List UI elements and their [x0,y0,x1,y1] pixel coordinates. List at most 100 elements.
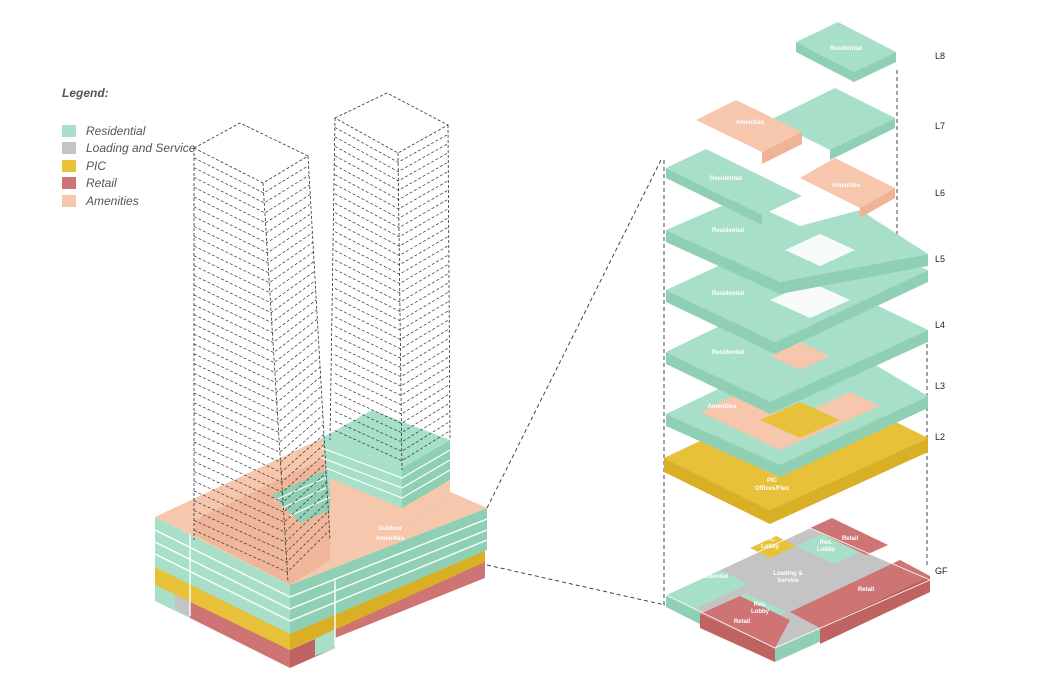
tower-floor-line [193,382,322,423]
tower-floor-line [193,157,309,194]
gf-res-lobby-label-1: Res. [820,540,833,546]
l2-pic-label-1: PIC [767,478,778,484]
legend-label-retail: Retail [86,176,117,191]
tower-floor-line [334,401,450,434]
tower-floor-line [334,155,449,191]
level-l7: Residential Amenities [666,88,895,225]
l2-slab-side-left [664,458,770,524]
level-gf: PIC Lobby Res. Lobby Retail Loading & Se… [665,518,932,662]
podium-pic-right [290,548,485,650]
terrace-lines [274,475,331,517]
tower-floor-line [193,412,324,453]
l3-slab-side-right [780,396,928,477]
l7-amenities-side [762,132,802,164]
level-label-l8: L8 [935,51,945,61]
tower-floor-line [334,288,450,322]
gf-res-corner [666,570,748,609]
tower-floor-line [334,127,449,163]
l3-amenities-label: Amenities [708,404,737,410]
level-label-l2: L2 [935,432,945,442]
tower-floor-line [193,177,310,214]
gf-res-lobby2-label-1: Res. [754,602,767,608]
l7-res-top [666,149,802,215]
tower-floor-line [193,206,312,244]
tower-floor-line [334,212,449,247]
podium-retail-front [190,600,290,668]
level-label-gf: GF [935,566,948,576]
tower-floor-line [193,402,323,443]
gf-room-lines [665,527,932,649]
legend-swatch-residential [62,124,76,137]
l7-amen-top [800,158,895,208]
tower-floor-line [334,326,450,359]
l6-slab-top [666,198,928,282]
tower-floor-line [193,196,311,234]
building-massing: Outdoor Amenities [154,92,488,668]
l4-residential-label: Residential [712,350,744,356]
l3-pic-void [760,402,840,438]
gf-retail-right [790,560,930,628]
tower-floor-line [193,294,317,334]
legend: Legend: Residential Loading and Service … [62,86,195,210]
level-label-l6: L6 [935,188,945,198]
tower-floor-line [334,278,450,312]
l6-slab-side-right [780,254,928,294]
tower-floor-line [334,250,450,284]
gf-retail-a-label: Retail [842,536,859,542]
tower-floor-line [334,193,449,228]
tower-floor-line [334,316,450,350]
tower-floor-line [193,216,313,254]
tower-floor-line [334,202,449,238]
tower-floor-line [193,353,320,393]
tower-floor-line [193,245,314,284]
legend-label-loading: Loading and Service [86,141,196,156]
l2-slab-side-right [770,438,928,524]
tower-floor-line [193,226,313,264]
gf-pic-lobby-label-2: Lobby [761,544,780,550]
tower-floor-line [334,269,450,303]
tower-floor-line [334,165,449,201]
l8-res-side [854,52,896,82]
tower-floor-line [334,231,449,266]
tower-floor-line [193,510,329,553]
l6-residential-label: Residential [712,228,744,234]
tower-floor-line [334,240,449,275]
tower-floor-line [334,146,449,182]
legend-item-loading: Loading and Service [62,140,195,158]
legend-item-pic: PIC [62,157,195,175]
l2-pic-label-2: Offices/Flex [755,486,790,492]
l5-slab-side-left [666,290,775,354]
tower-floor-line [193,441,325,483]
tower-floor-line [334,307,450,340]
exploded-levels: PIC Lobby Res. Lobby Retail Loading & Se… [664,22,948,662]
outdoor-amenities-label-1: Outdoor [378,526,402,532]
legend-swatch-retail [62,177,76,190]
tower-floor-line [193,471,327,513]
tower-floor-line [193,529,330,573]
tower-floor-line [334,297,450,331]
tower-floor-line [334,420,451,452]
tower-floor-line [193,461,326,503]
l7-amenities-label: Amenities [832,183,861,189]
legend-label-residential: Residential [86,123,146,138]
tower2-podium-top [322,410,450,468]
tower-floor-line [193,343,320,383]
tower-floor-line [193,451,326,493]
gf-res-lobby2-label-2: Lobby [751,609,770,615]
tower-floor-line [193,333,319,373]
l4-slab-side-left [666,352,770,414]
tower-floor-line [193,422,324,463]
l6-slab-side-left [666,230,780,294]
legend-swatch-loading [62,142,76,155]
tower-floor-line [193,431,325,473]
tower2-lines [321,447,451,499]
l5-residential-label: Residential [712,291,744,297]
podium-res-right [290,508,487,634]
tower-floor-line [334,382,450,415]
l8-residential-label: Residential [830,46,862,52]
legend-item-residential: Residential [62,122,195,140]
gf-pic-lobby [750,536,796,558]
level-l8: Amenities Residential [696,22,896,164]
tower-floor-line [193,373,321,413]
tower-floor-line [334,411,451,443]
